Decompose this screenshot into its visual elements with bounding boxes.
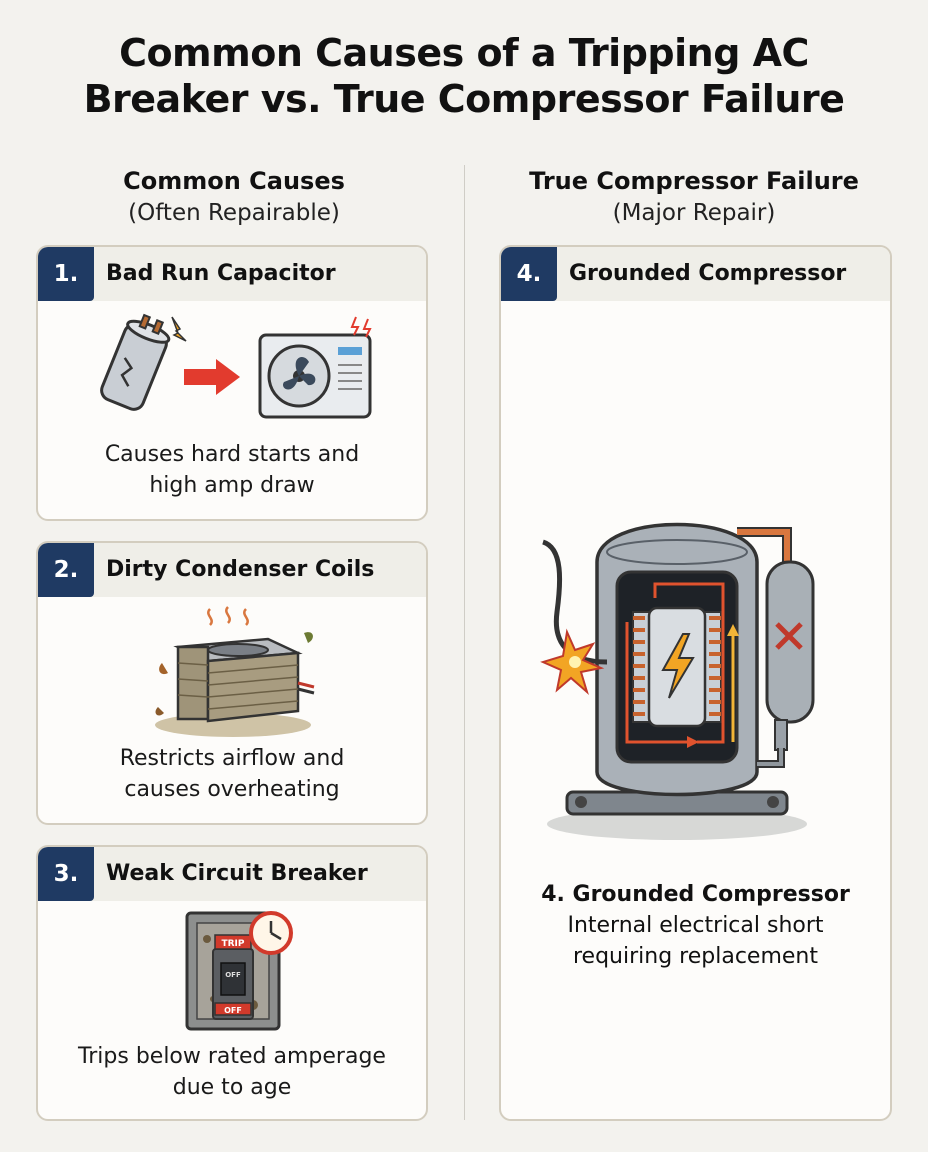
title-line-1: Common Causes of a Tripping AC (119, 31, 809, 75)
compressor-caption: 4. Grounded Compressor Internal electric… (501, 879, 890, 972)
capacitor-icon (100, 313, 171, 411)
card-grounded-compressor: 4. Grounded Compressor (499, 245, 892, 1121)
heat-waves-icon (207, 606, 249, 626)
leaf-icon (155, 707, 164, 716)
card-bad-run-capacitor: 1. Bad Run Capacitor (36, 245, 428, 521)
card-title: Bad Run Capacitor (106, 261, 336, 286)
accumulator-tank (757, 560, 815, 768)
page-title: Common Causes of a Tripping AC Breaker v… (0, 30, 928, 122)
card-description-line-1: Internal electrical short (567, 913, 824, 938)
card-description-line-2: causes overheating (124, 777, 340, 802)
card-dirty-condenser-coils: 2. Dirty Condenser Coils R (36, 541, 428, 825)
leaf-icon (304, 632, 313, 643)
base-shadow (547, 808, 807, 840)
card-description: Causes hard starts and high amp draw (38, 439, 426, 501)
failure-x-icon (775, 622, 803, 650)
copper-pipe (737, 527, 792, 562)
dirty-condenser-illustration (155, 606, 315, 737)
card-header: 1. Bad Run Capacitor (38, 247, 426, 301)
left-column-header: Common Causes (Often Repairable) (24, 165, 444, 229)
card-description-line-2: due to age (172, 1075, 292, 1100)
circuit-breaker-illustration: TRIP OFF OFF (185, 911, 293, 1031)
right-column-header: True Compressor Failure (Major Repair) (484, 165, 904, 229)
breaker-trip-label: TRIP (221, 939, 244, 949)
column-divider (464, 165, 465, 1120)
ac-unit-icon (258, 316, 372, 419)
right-column-heading: True Compressor Failure (529, 167, 859, 195)
card-title: Dirty Condenser Coils (106, 557, 375, 582)
capacitor-to-ac-unit-illustration (100, 313, 372, 419)
right-column-subheading: (Major Repair) (612, 200, 776, 226)
card-header: 3. Weak Circuit Breaker (38, 847, 426, 901)
electrical-spark-icon (540, 628, 605, 696)
leaf-icon (159, 663, 168, 675)
compressor-caption-title: 4. Grounded Compressor (541, 882, 850, 907)
card-description-line-2: high amp draw (149, 473, 315, 498)
card-title: Weak Circuit Breaker (106, 861, 368, 886)
card-number-badge: 1. (38, 247, 94, 301)
card-title: Grounded Compressor (569, 261, 847, 286)
red-arrow-icon (184, 359, 240, 395)
compressor-cutaway (615, 570, 739, 764)
card-description: Restricts airflow and causes overheating (38, 743, 426, 805)
card-description: Trips below rated amperage due to age (38, 1041, 426, 1103)
spark-icon (171, 316, 187, 342)
card-number-badge: 2. (38, 543, 94, 597)
card-weak-circuit-breaker: 3. Weak Circuit Breaker TRIP OFF OFF Tri… (36, 845, 428, 1121)
card-description-line-1: Restricts airflow and (119, 746, 345, 771)
left-column-subheading: (Often Repairable) (128, 200, 340, 226)
card-description-line-2: requiring replacement (573, 944, 818, 969)
clock-icon (249, 911, 293, 955)
card-number-badge: 4. (501, 247, 557, 301)
card-description-line-1: Causes hard starts and (104, 442, 360, 467)
card-number-badge: 3. (38, 847, 94, 901)
breaker-off-label-mid: OFF (225, 971, 241, 979)
card-description-line-1: Trips below rated amperage (78, 1044, 386, 1069)
title-line-2: Breaker vs. True Compressor Failure (83, 77, 845, 121)
breaker-off-label-bottom: OFF (224, 1006, 242, 1015)
card-header: 2. Dirty Condenser Coils (38, 543, 426, 597)
left-column-heading: Common Causes (123, 167, 345, 195)
card-header: 4. Grounded Compressor (501, 247, 890, 301)
lightning-bolt-icon (661, 633, 695, 699)
condenser-unit-icon (173, 637, 315, 723)
grounded-compressor-illustration (540, 522, 815, 840)
